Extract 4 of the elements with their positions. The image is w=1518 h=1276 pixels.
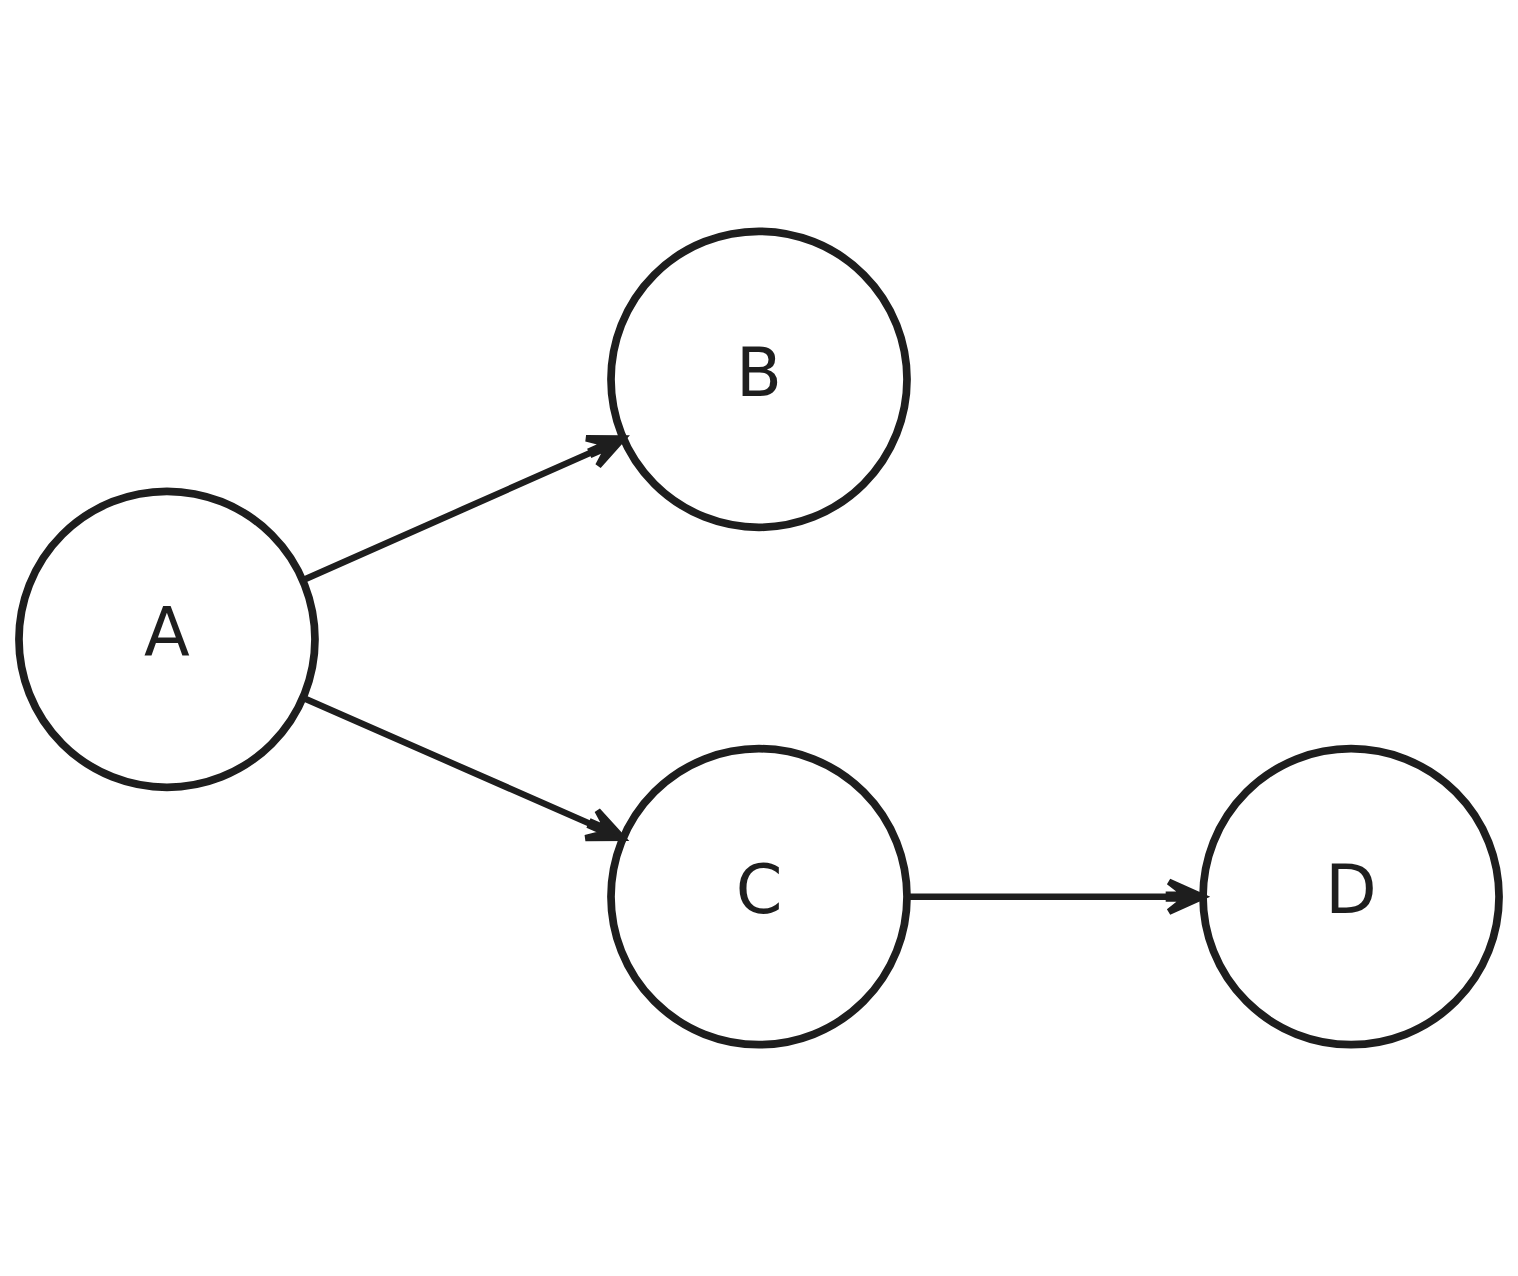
node-circle: B	[607, 227, 911, 532]
node-circle: D	[1199, 744, 1503, 1049]
node-circle: C	[607, 744, 911, 1049]
node-circle: A	[15, 487, 319, 792]
